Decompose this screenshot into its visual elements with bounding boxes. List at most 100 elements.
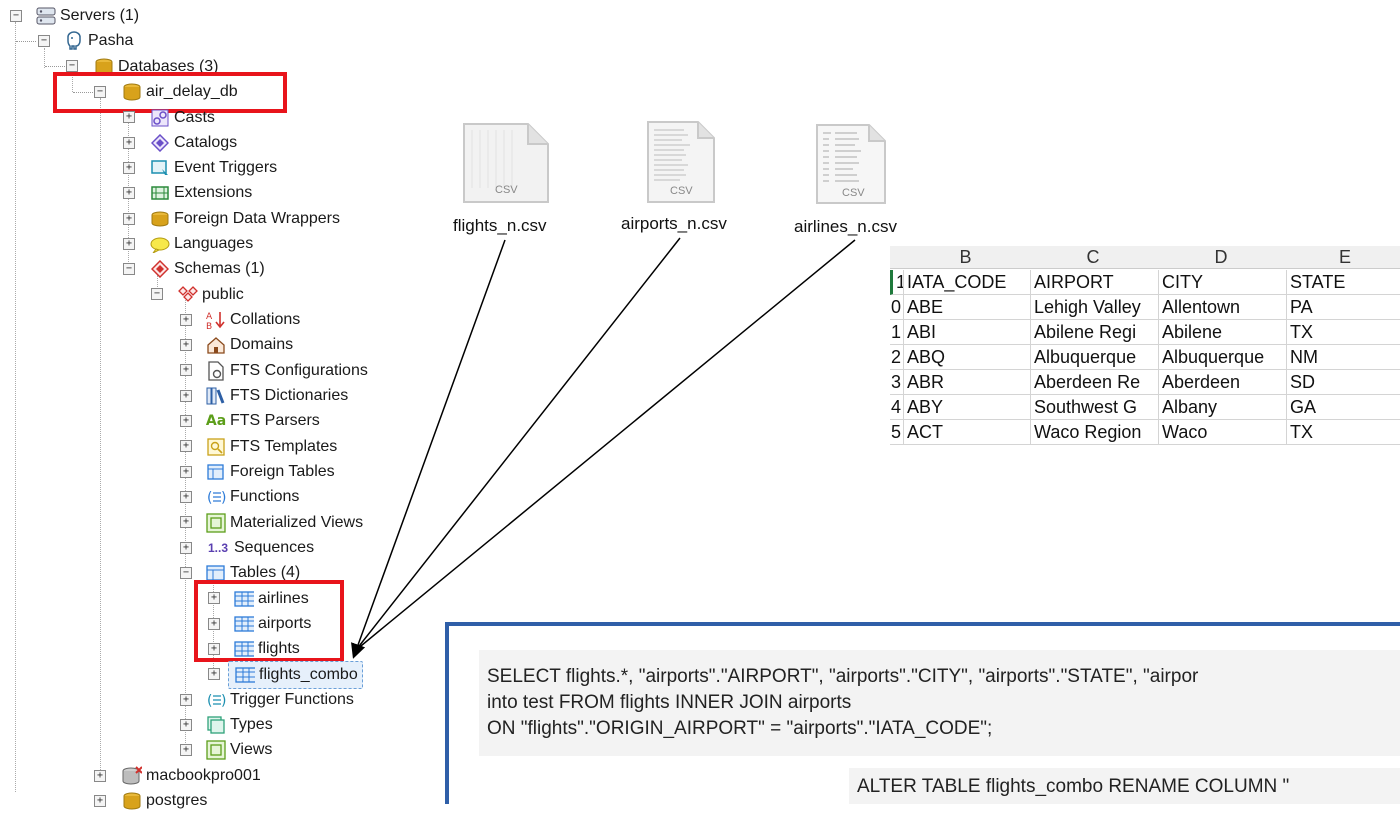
sheet-cell[interactable]: Abilene Regi [1031, 320, 1159, 345]
column-header[interactable]: D [1157, 246, 1286, 269]
expand-toggle[interactable]: + [123, 187, 135, 199]
sheet-cell[interactable]: IATA_CODE [904, 270, 1031, 295]
tree-node-views[interactable]: Views [206, 737, 272, 762]
tree-node-server-pasha[interactable]: Pasha [64, 28, 133, 53]
tree-node-fts-dictionaries[interactable]: FTS Dictionaries [206, 383, 348, 408]
tree-node-table-flights[interactable]: flights [234, 636, 300, 661]
tree-node-sequences[interactable]: 1..3 Sequences [206, 535, 314, 560]
expand-toggle[interactable]: + [123, 162, 135, 174]
sheet-cell[interactable]: GA [1287, 395, 1400, 420]
sheet-cell[interactable]: ABY [904, 395, 1031, 420]
expand-toggle[interactable]: + [123, 137, 135, 149]
sheet-cell[interactable]: PA [1287, 295, 1400, 320]
tree-node-table-airlines[interactable]: airlines [234, 586, 309, 611]
collapse-toggle[interactable]: − [10, 10, 22, 22]
collapse-toggle[interactable]: − [151, 288, 163, 300]
tree-node-extensions[interactable]: Extensions [150, 180, 252, 205]
sheet-cell[interactable]: AIRPORT [1031, 270, 1159, 295]
tree-node-languages[interactable]: Languages [150, 231, 253, 256]
csv-file-icon-flights[interactable]: CSV [462, 122, 552, 209]
collapse-toggle[interactable]: − [38, 35, 50, 47]
sheet-cell[interactable]: CITY [1159, 270, 1287, 295]
expand-toggle[interactable]: + [180, 390, 192, 402]
tree-node-fts-templates[interactable]: FTS Templates [206, 434, 337, 459]
expand-toggle[interactable]: + [180, 542, 192, 554]
sheet-cell[interactable]: Aberdeen Re [1031, 370, 1159, 395]
expand-toggle[interactable]: + [180, 694, 192, 706]
tree-node-table-flights-combo-selected[interactable]: flights_combo [228, 661, 363, 689]
sheet-cell[interactable]: Allentown [1159, 295, 1287, 320]
expand-toggle[interactable]: + [180, 491, 192, 503]
expand-toggle[interactable]: + [180, 719, 192, 731]
csv-file-icon-airports[interactable]: CSV [646, 120, 716, 209]
tree-node-schemas[interactable]: Schemas (1) [150, 256, 265, 281]
sheet-cell[interactable]: Lehigh Valley [1031, 295, 1159, 320]
tree-node-casts[interactable]: Casts [150, 105, 215, 130]
tree-node-servers[interactable]: Servers (1) [36, 3, 139, 28]
sheet-cell[interactable]: TX [1287, 320, 1400, 345]
tree-node-public-schema[interactable]: public [178, 282, 244, 307]
sheet-cell[interactable]: Abilene [1159, 320, 1287, 345]
sheet-cell[interactable]: Albuquerque [1159, 345, 1287, 370]
expand-toggle[interactable]: + [123, 238, 135, 250]
expand-toggle[interactable]: + [180, 314, 192, 326]
svg-text:(: ( [207, 490, 212, 506]
column-header[interactable]: E [1285, 246, 1400, 269]
sheet-cell[interactable]: SD [1287, 370, 1400, 395]
tree-node-table-airports[interactable]: airports [234, 611, 311, 636]
expand-toggle[interactable]: + [180, 364, 192, 376]
collapse-toggle[interactable]: − [180, 567, 192, 579]
tree-node-fts-configurations[interactable]: FTS Configurations [206, 358, 368, 383]
expand-toggle[interactable]: + [208, 643, 220, 655]
expand-toggle[interactable]: + [208, 592, 220, 604]
sheet-cell[interactable]: ABE [904, 295, 1031, 320]
expand-toggle[interactable]: + [208, 618, 220, 630]
tree-node-event-triggers[interactable]: Event Triggers [150, 155, 277, 180]
expand-toggle[interactable]: + [123, 213, 135, 225]
tree-node-types[interactable]: Types [206, 712, 273, 737]
expand-toggle[interactable]: + [94, 770, 106, 782]
sheet-cell[interactable]: Albuquerque [1031, 345, 1159, 370]
sql-code-block[interactable] [479, 650, 1400, 756]
expand-toggle[interactable]: + [180, 440, 192, 452]
tree-node-trigger-functions[interactable]: () Trigger Functions [206, 687, 354, 712]
sheet-cell[interactable]: Southwest G [1031, 395, 1159, 420]
sheet-cell[interactable]: Albany [1159, 395, 1287, 420]
expand-toggle[interactable]: + [123, 111, 135, 123]
csv-file-icon-airlines[interactable]: CSV [815, 123, 887, 210]
sheet-cell[interactable]: ABQ [904, 345, 1031, 370]
tree-node-macbookpro001[interactable]: macbookpro001 [122, 763, 261, 788]
sheet-cell[interactable]: Aberdeen [1159, 370, 1287, 395]
expand-toggle[interactable]: + [180, 466, 192, 478]
sql-code-block[interactable] [849, 768, 1400, 804]
column-header[interactable]: B [902, 246, 1030, 269]
tree-node-fts-parsers[interactable]: Aa FTS Parsers [206, 408, 320, 433]
sheet-cell[interactable]: STATE [1287, 270, 1400, 295]
tree-node-materialized-views[interactable]: Materialized Views [206, 510, 363, 535]
sheet-cell[interactable]: TX [1287, 420, 1400, 445]
tree-node-functions[interactable]: () Functions [206, 484, 299, 509]
tree-node-catalogs[interactable]: Catalogs [150, 130, 237, 155]
tree-node-foreign-data-wrappers[interactable]: Foreign Data Wrappers [150, 206, 340, 231]
collapse-toggle[interactable]: − [66, 60, 78, 72]
expand-toggle[interactable]: + [180, 516, 192, 528]
tree-node-air-delay-db[interactable]: air_delay_db [122, 79, 238, 104]
expand-toggle[interactable]: + [208, 668, 220, 680]
tree-node-tables[interactable]: Tables (4) [206, 560, 300, 585]
sheet-cell[interactable]: NM [1287, 345, 1400, 370]
tree-node-databases[interactable]: Databases (3) [94, 54, 219, 79]
collapse-toggle[interactable]: − [94, 86, 106, 98]
expand-toggle[interactable]: + [180, 339, 192, 351]
collapse-toggle[interactable]: − [123, 263, 135, 275]
expand-toggle[interactable]: + [180, 744, 192, 756]
expand-toggle[interactable]: + [180, 415, 192, 427]
sheet-cell[interactable]: ABI [904, 320, 1031, 345]
sheet-cell[interactable]: ACT [904, 420, 1031, 445]
sheet-cell[interactable]: Waco Region [1031, 420, 1159, 445]
sheet-cell[interactable]: Waco [1159, 420, 1287, 445]
tree-node-domains[interactable]: Domains [206, 332, 293, 357]
tree-node-foreign-tables[interactable]: Foreign Tables [206, 459, 335, 484]
column-header[interactable]: C [1029, 246, 1158, 269]
sheet-cell[interactable]: ABR [904, 370, 1031, 395]
